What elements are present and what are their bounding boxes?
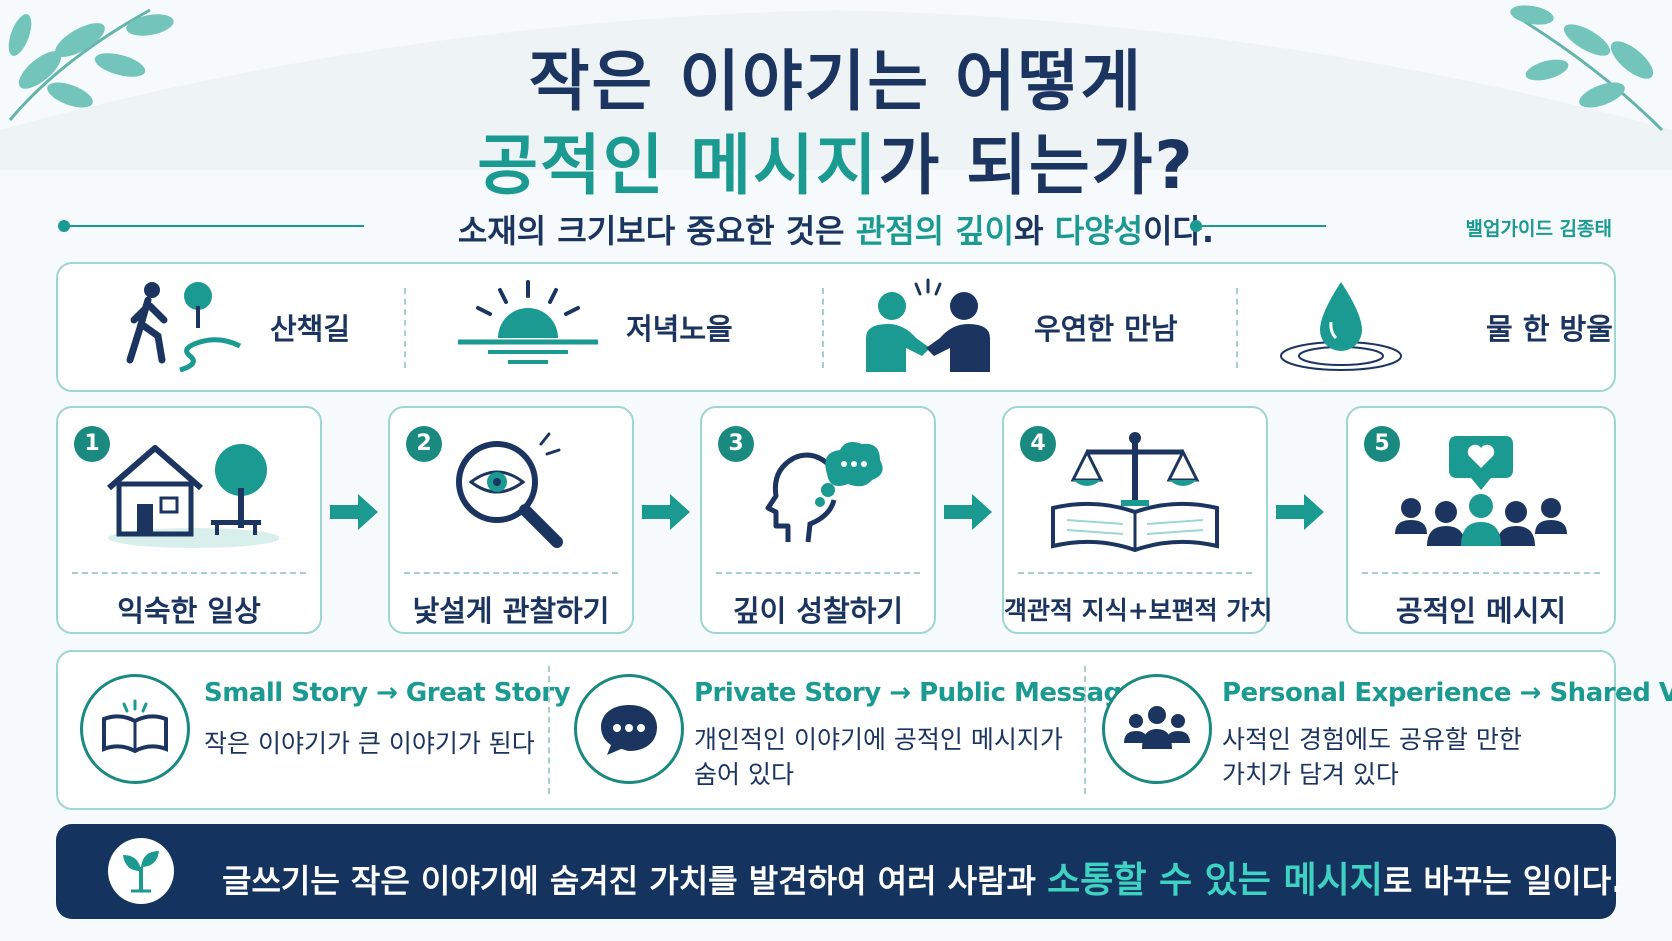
transformation-item: Small Story → Great Story 작은 이야기가 큰 이야기가…: [58, 652, 571, 808]
head-thought-icon: [765, 442, 883, 543]
leaves-decoration-icon: [8, 8, 174, 121]
transformations-panel: Small Story → Great Story 작은 이야기가 큰 이야기가…: [56, 650, 1672, 810]
step-number: 3: [718, 426, 754, 462]
leaves-decoration-icon: [1510, 5, 1664, 132]
house-tree-icon: [107, 444, 279, 548]
magnifier-eye-icon: [456, 432, 563, 548]
sunset-icon: [458, 280, 598, 364]
handshake-icon: [866, 278, 990, 372]
transformation-heading: Private Story → Public Message: [694, 678, 1139, 708]
transformation-text: 작은 이야기가 큰 이야기가 된다: [204, 729, 535, 758]
scales-book-icon: [1051, 432, 1219, 553]
step-card: 2 낯설게 관찰하기: [388, 406, 634, 634]
step-card: 5 공적인 메시지: [1346, 406, 1616, 634]
speech-bubble-icon: [574, 674, 684, 784]
transformation-heading: Small Story → Great Story: [204, 678, 571, 708]
step-number: 2: [406, 426, 442, 462]
subtitle: 소재의 크기보다 중요한 것은 관점의 깊이와 다양성이다.: [457, 212, 1215, 250]
transformation-item: Personal Experience → Shared Value 사적인 경…: [1094, 652, 1672, 808]
topic-label: 물 한 방울: [1486, 312, 1613, 346]
walking-person-path-icon: [126, 282, 242, 373]
topic-label: 저녁노을: [626, 312, 733, 346]
topic-label: 산책길: [270, 312, 351, 346]
water-drop-icon: [1280, 282, 1402, 371]
transformation-heading: Personal Experience → Shared Value: [1222, 678, 1672, 708]
background-hill: [0, 10, 1672, 170]
topic-item: 우연한 만남: [828, 264, 1218, 390]
open-book-icon: [80, 674, 190, 784]
main-title-line1: 작은 이야기는 어떻게: [528, 43, 1144, 120]
main-title-line2: 공적인 메시지가 되는가?: [477, 127, 1195, 204]
group-icon: [1102, 674, 1212, 784]
author-credit: 밸업가이드 김종태: [1465, 218, 1612, 240]
step-label: 공적인 메시지: [1395, 594, 1567, 628]
step-number: 5: [1364, 426, 1400, 462]
topic-label: 우연한 만남: [1034, 312, 1178, 346]
step-label: 객관적 지식+보편적 가치: [1004, 596, 1273, 625]
step-card: 4 객관적 지식+보편적 가치: [1002, 406, 1273, 634]
arrow-right-icon: [642, 494, 690, 530]
subtitle-row: 소재의 크기보다 중요한 것은 관점의 깊이와 다양성이다. 밸업가이드 김종태: [0, 203, 1672, 263]
step-number: 4: [1020, 426, 1056, 462]
transformation-item: Private Story → Public Message 개인적인 이야기에…: [558, 652, 1139, 808]
conclusion-text: 글쓰기는 작은 이야기에 숨겨진 가치를 발견하여 여러 사람과 소통할 수 있…: [222, 860, 1624, 901]
audience-heart-icon: [1395, 436, 1567, 546]
step-card: 3 깊이 성찰하기: [700, 406, 936, 634]
step-label: 익숙한 일상: [117, 594, 261, 628]
sprout-icon: [108, 838, 174, 904]
topic-item: 저녁노을: [430, 264, 820, 390]
conclusion-bar: 글쓰기는 작은 이야기에 숨겨진 가치를 발견하여 여러 사람과 소통할 수 있…: [56, 824, 1623, 919]
arrow-right-icon: [944, 494, 992, 530]
topic-item: 물 한 방울: [1228, 264, 1618, 390]
step-number: 1: [74, 426, 110, 462]
step-label: 깊이 성찰하기: [732, 594, 904, 628]
step-card: 1 익숙한 일상: [56, 406, 322, 634]
topics-panel: 산책길 저녁노을 우연한 만남: [56, 262, 1616, 392]
topic-item: 산책길: [58, 264, 448, 390]
arrow-right-icon: [1276, 494, 1324, 530]
arrow-right-icon: [330, 494, 378, 530]
step-label: 낯설게 관찰하기: [412, 594, 610, 628]
